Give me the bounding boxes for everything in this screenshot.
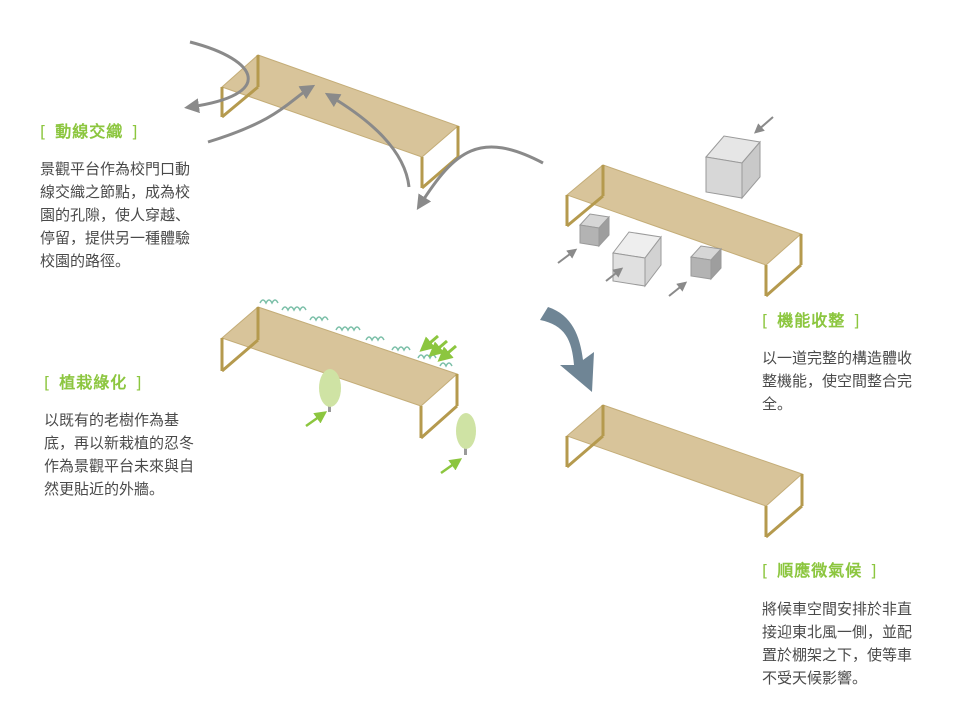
desc-circulation: 景觀平台作為校門口動線交織之節點，成為校園的孔隙，使人穿越、停留，提供另一種體驗… (40, 160, 191, 270)
heading-circulation: [動線交織] (40, 122, 139, 141)
heading-climate: [順應微氣候] (762, 561, 878, 580)
heading-greening: [植栽綠化] (44, 373, 143, 392)
cube-medium (612, 231, 662, 288)
circulation-path-1 (184, 40, 250, 114)
trees (319, 369, 476, 455)
platform-function (565, 164, 803, 298)
circulation-path-2 (207, 84, 316, 144)
circulation-arrows (184, 40, 544, 211)
wind-arrows-green (419, 334, 457, 362)
desc-greening: 以既有的老樹作為基底，再以新栽植的忍冬作為景觀平台未來與自然更貼近的外牆。 (44, 411, 195, 498)
circulation-path-4 (416, 145, 544, 211)
cube-small-2 (690, 245, 722, 281)
circulation-path-3 (324, 92, 411, 188)
heading-greening-text: 植栽綠化 (59, 373, 128, 392)
tree-1 (319, 369, 341, 412)
function-arrows (557, 116, 774, 297)
platform-greening (220, 306, 459, 440)
platform-climate (565, 404, 804, 539)
heading-circulation-text: 動線交織 (55, 122, 124, 141)
heading-function: [機能收整] (762, 311, 861, 330)
cube-small-1 (579, 213, 610, 248)
tree-2 (456, 413, 476, 455)
function-cubes (579, 135, 761, 288)
desc-climate: 將候車空間安排於非直接迎東北風一側，並配置於棚架之下，使等車不受天候影響。 (762, 600, 913, 687)
platform-circulation (220, 54, 460, 190)
desc-function: 以一道完整的構造體收整機能，使空間整合完全。 (762, 349, 913, 413)
heading-function-text: 機能收整 (777, 311, 846, 330)
cube-large (705, 135, 761, 200)
tree-arrows-green (305, 411, 463, 475)
heading-climate-text: 順應微氣候 (777, 561, 863, 580)
transition-arrow (540, 307, 594, 392)
